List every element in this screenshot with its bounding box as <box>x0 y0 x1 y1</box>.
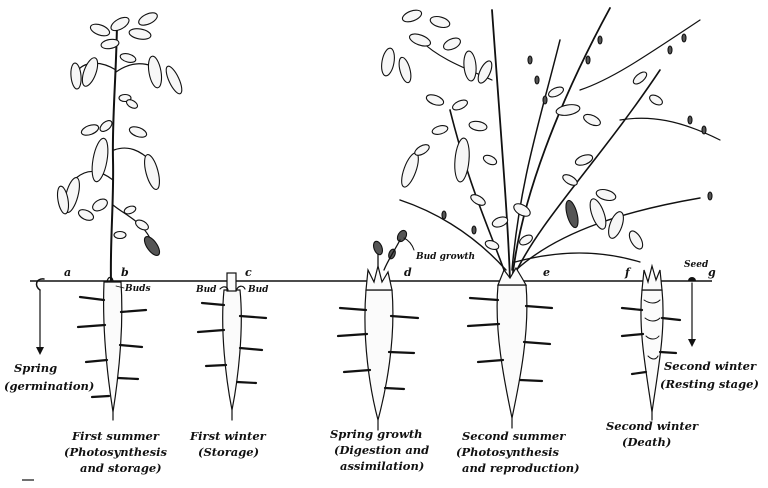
caption-second-summer-line3: and reproduction) <box>462 461 580 475</box>
bud-right-annotation: Bud <box>247 285 269 295</box>
caption-spring-growth-line1: Spring growth <box>330 427 423 441</box>
point-label-b: b <box>121 266 129 279</box>
bud-growth-annotation: Bud growth <box>415 252 475 262</box>
point-label-f: f <box>624 266 632 279</box>
caption-second-winter-death-line1: Second winter <box>606 419 699 433</box>
caption-spring-growth: Spring growth (Digestion and assimilatio… <box>330 427 429 473</box>
caption-second-winter-death-line2: (Death) <box>622 435 671 449</box>
caption-spring-growth-line2: (Digestion and <box>334 443 429 457</box>
caption-first-summer-line1: First summer <box>71 429 160 443</box>
bud-left-annotation: Bud <box>195 285 217 295</box>
point-label-e: e <box>543 266 550 279</box>
caption-spring-growth-line3: assimilation) <box>340 459 424 473</box>
caption-spring-line1: Spring <box>14 361 57 375</box>
spring-growth-root <box>338 229 418 430</box>
caption-spring: Spring (germination) <box>4 361 94 393</box>
point-label-a: a <box>64 266 71 279</box>
caption-first-winter-line2: (Storage) <box>198 445 259 459</box>
point-label-d: d <box>404 266 412 279</box>
caption-second-summer-line1: Second summer <box>462 429 566 443</box>
caption-first-summer: First summer (Photosynthesis and storage… <box>64 429 167 475</box>
caption-first-summer-line3: and storage) <box>80 461 162 475</box>
caption-second-summer-line2: (Photosynthesis <box>456 445 559 459</box>
first-winter-root <box>198 273 266 420</box>
first-summer-plant <box>56 10 185 420</box>
caption-first-winter: First winter (Storage) <box>189 429 267 459</box>
point-label-g: g <box>708 266 716 279</box>
buds-annotation: Buds <box>124 284 151 294</box>
caption-second-summer: Second summer (Photosynthesis and reprod… <box>456 429 580 475</box>
second-winter-dead-root <box>622 266 680 420</box>
caption-spring-line2: (germination) <box>4 379 94 393</box>
caption-second-winter-rest-line2: (Resting stage) <box>660 377 759 391</box>
seed-annotation: Seed <box>684 260 709 270</box>
caption-second-winter-rest: Second winter (Resting stage) <box>660 359 759 391</box>
caption-first-summer-line2: (Photosynthesis <box>64 445 167 459</box>
seed-resting-g <box>688 277 696 347</box>
seed-germination-a <box>36 279 44 355</box>
caption-first-winter-line1: First winter <box>189 429 267 443</box>
point-label-c: c <box>245 266 252 279</box>
caption-second-winter-rest-line1: Second winter <box>664 359 757 373</box>
caption-second-winter-death: Second winter (Death) <box>606 419 699 449</box>
